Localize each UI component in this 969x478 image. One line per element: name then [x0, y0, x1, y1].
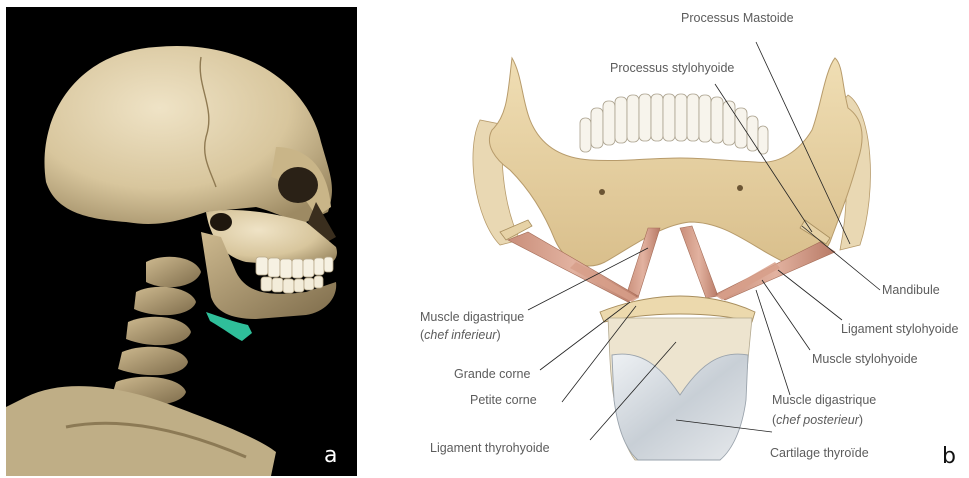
hyoid-illustration-panel: Processus Mastoide Processus stylohyoide… [380, 0, 969, 478]
label-ligament-stylohyoide: Ligament stylohyoide [841, 322, 958, 336]
label-muscle-digastrique-inf-sub: chef inferieur [424, 328, 496, 342]
upper-teeth [256, 257, 333, 278]
label-muscle-digastrique-post-chef: (chef posterieur) [772, 413, 863, 427]
eye-socket [278, 167, 318, 203]
label-muscle-stylohyoide: Muscle stylohyoide [812, 352, 918, 366]
label-ligament-thyrohyoide: Ligament thyrohyoide [430, 441, 550, 455]
label-muscle-digastrique-post: Muscle digastrique [772, 393, 876, 407]
label-muscle-digastrique-inf: Muscle digastrique [420, 310, 524, 324]
skull-illustration [6, 7, 357, 476]
panel-letter-b: b [942, 446, 956, 468]
label-processus-mastoide: Processus Mastoide [681, 11, 794, 25]
label-grande-corne: Grande corne [454, 367, 530, 381]
panel-letter-a: a [324, 445, 337, 467]
label-mandibule: Mandibule [882, 283, 940, 297]
skull-photo-panel: a [6, 7, 357, 476]
mandible-b [489, 58, 862, 266]
cervical-spine [111, 257, 201, 405]
label-muscle-digastrique-inf-chef: (chef inferieur) [420, 328, 501, 342]
label-processus-stylohyoide: Processus stylohyoide [610, 61, 734, 75]
label-petite-corne: Petite corne [470, 393, 537, 407]
ear-canal [210, 213, 232, 231]
label-cartilage-thyroide: Cartilage thyroïde [770, 446, 869, 460]
lower-teeth-row [580, 94, 768, 154]
shoulder-girdle [6, 386, 276, 476]
label-muscle-digastrique-post-sub: chef posterieur [776, 413, 859, 427]
